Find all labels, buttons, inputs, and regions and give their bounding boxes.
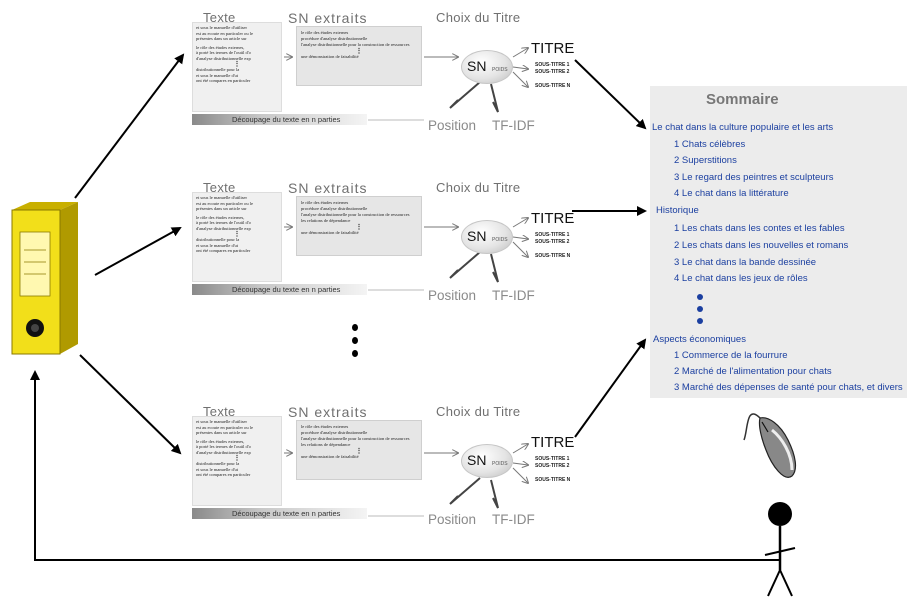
arrow-pipeline-3-to-sommaire xyxy=(574,338,647,438)
sommaire-subitem[interactable]: 2 Les chats dans les nouvelles et romans xyxy=(674,240,849,251)
header-sn-extraits: SN extraits xyxy=(288,10,368,26)
binder-icon xyxy=(11,202,78,355)
sn-node xyxy=(461,220,513,254)
header-choix-du-titre: Choix du Titre xyxy=(436,180,521,195)
tfidf-label: TF-IDF xyxy=(492,512,535,527)
sn-sub-label: POIDS xyxy=(492,461,508,467)
sn-node xyxy=(461,50,513,84)
cut-label: Découpage du texte en n parties xyxy=(232,115,341,124)
pipelines-ellipsis xyxy=(352,324,358,363)
sommaire-ellipsis-dot xyxy=(697,318,703,324)
sommaire-subitem[interactable]: 2 Marché de l'alimentation pour chats xyxy=(674,366,832,377)
sn-label: SN xyxy=(467,452,487,468)
cut-label: Découpage du texte en n parties xyxy=(232,509,341,518)
header-texte: Texte xyxy=(203,180,236,195)
position-label: Position xyxy=(428,288,477,303)
sommaire-ellipsis-dot xyxy=(697,294,703,300)
mouse-icon xyxy=(743,413,797,478)
sommaire-section[interactable]: Le chat dans la culture populaire et les… xyxy=(652,122,834,133)
titre-label: TITRE xyxy=(531,434,575,451)
titre-label: TITRE xyxy=(531,210,575,227)
pipeline-internal-arrows-1 xyxy=(284,48,528,121)
titre-label: TITRE xyxy=(531,40,575,57)
arrow-binder-to-pipeline-1 xyxy=(74,53,185,199)
header-texte: Texte xyxy=(203,404,236,419)
tfidf-label: TF-IDF xyxy=(492,118,535,133)
position-label: Position xyxy=(428,118,477,133)
tfidf-label: TF-IDF xyxy=(492,288,535,303)
sn-label: SN xyxy=(467,58,487,74)
header-choix-du-titre: Choix du Titre xyxy=(436,404,521,419)
cut-label: Découpage du texte en n parties xyxy=(232,285,341,294)
sous-titre-n: SOUS-TITRE N xyxy=(535,477,571,483)
sommaire-section[interactable]: Historique xyxy=(656,205,699,216)
sommaire-subitem[interactable]: 1 Commerce de la fourrure xyxy=(674,350,788,361)
sommaire-subitem[interactable]: 3 Marché des dépenses de santé pour chat… xyxy=(674,382,903,393)
sommaire-ellipsis-dot xyxy=(697,306,703,312)
header-sn-extraits: SN extraits xyxy=(288,404,368,420)
position-label: Position xyxy=(428,512,477,527)
pipeline-1: Texte SN extraits Choix du Titre et sous… xyxy=(188,10,598,138)
sommaire-subitem[interactable]: 4 Le chat dans la littérature xyxy=(674,188,789,199)
pipeline-internal-arrows-3 xyxy=(284,444,528,517)
sommaire-subitem[interactable]: 3 Le regard des peintres et sculpteurs xyxy=(674,172,834,183)
sommaire-subitem[interactable]: 1 Chats célèbres xyxy=(674,139,746,150)
cut-bar xyxy=(192,508,367,519)
cut-bar xyxy=(192,284,367,295)
pipeline-3: Texte SN extraits Choix du Titre et sous… xyxy=(188,404,598,532)
sommaire-subitem[interactable]: 3 Le chat dans la bande dessinée xyxy=(674,257,817,268)
sn-sub-label: POIDS xyxy=(492,237,508,243)
sommaire-panel xyxy=(650,86,907,398)
stick-figure-icon xyxy=(764,502,796,597)
sommaire-section[interactable]: Aspects économiques xyxy=(653,334,746,345)
sommaire-title: Sommaire xyxy=(706,91,779,108)
arrow-binder-to-pipeline-2 xyxy=(94,227,182,276)
sous-titre-2: SOUS-TITRE 2 xyxy=(535,69,570,75)
pipeline-internal-arrows-2 xyxy=(284,218,528,291)
arrow-feedback-loop xyxy=(30,370,780,561)
sous-titre-2: SOUS-TITRE 2 xyxy=(535,463,570,469)
sn-label: SN xyxy=(467,228,487,244)
cut-bar xyxy=(192,114,367,125)
sn-sub-label: POIDS xyxy=(492,67,508,73)
sommaire-subitem[interactable]: 1 Les chats dans les contes et les fable… xyxy=(674,223,845,234)
sous-titre-1: SOUS-TITRE 1 xyxy=(535,232,570,238)
sous-titre-n: SOUS-TITRE N xyxy=(535,253,571,259)
arrow-binder-to-pipeline-3 xyxy=(79,354,182,455)
sommaire-subitem[interactable]: 2 Superstitions xyxy=(674,155,737,166)
header-texte: Texte xyxy=(203,10,236,25)
arrow-pipeline-1-to-sommaire xyxy=(574,59,647,130)
sous-titre-1: SOUS-TITRE 1 xyxy=(535,62,570,68)
header-sn-extraits: SN extraits xyxy=(288,180,368,196)
sn-node xyxy=(461,444,513,478)
sous-titre-1: SOUS-TITRE 1 xyxy=(535,456,570,462)
pipeline-2: Texte SN extraits Choix du Titre et sous… xyxy=(188,180,598,308)
header-choix-du-titre: Choix du Titre xyxy=(436,10,521,25)
sous-titre-2: SOUS-TITRE 2 xyxy=(535,239,570,245)
sous-titre-n: SOUS-TITRE N xyxy=(535,83,571,89)
sommaire-subitem[interactable]: 4 Le chat dans les jeux de rôles xyxy=(674,273,808,284)
